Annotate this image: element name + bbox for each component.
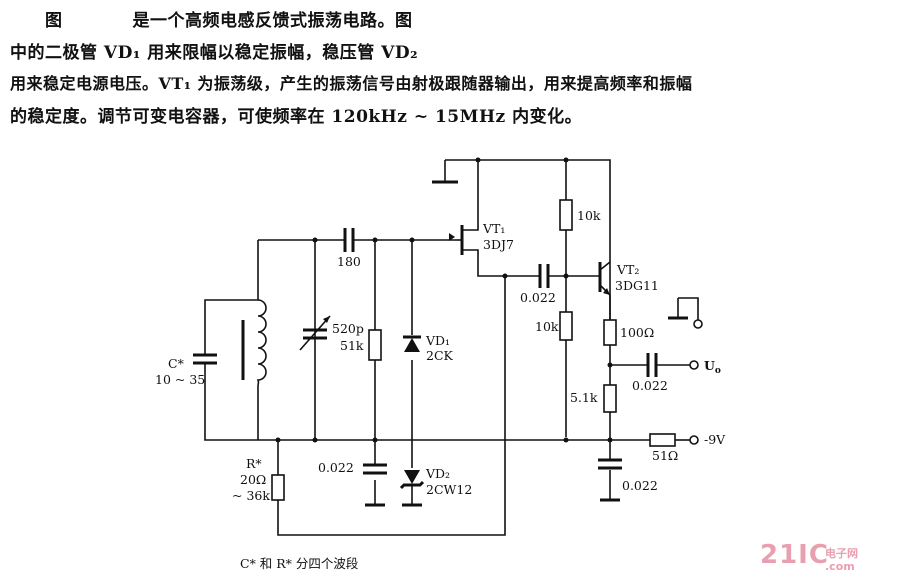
vt1-name-label: VT₁ [482, 221, 505, 236]
description-line-3: 用来稳定电源电压。VT₁ 为振荡级，产生的振荡信号由射极跟随器输出，用来提高频率… [10, 74, 693, 93]
output-label-sub: o [715, 366, 721, 376]
res-51k-label: 51k [340, 338, 364, 353]
cap-520p-label: 520p [332, 321, 364, 336]
transistor-vt1 [449, 222, 479, 258]
vt2-name-label: VT₂ [616, 262, 639, 277]
supply-label: -9V [704, 432, 726, 447]
resistor-5-1k [603, 384, 617, 413]
zener-vd2 [399, 470, 425, 490]
output-label: Uo [704, 358, 721, 376]
terminals [689, 319, 703, 445]
vt2-model-label: 3DG11 [615, 278, 659, 293]
capacitor-0022-mid [538, 264, 550, 288]
cap-0022-bottom-label: 0.022 [622, 478, 658, 493]
diode-vd1 [403, 335, 421, 352]
resistor-10k-top [559, 199, 573, 231]
resistor-100 [603, 319, 617, 346]
resistor-51 [649, 433, 676, 447]
vd2-name-label: VD₂ [425, 466, 450, 481]
component-labels: VT₁ 3DJ7 180 520p 51k VD₁ 2CK 0.022 VD₂ … [155, 208, 726, 571]
ground-terminal [693, 319, 703, 329]
watermark-url: .com [825, 560, 855, 573]
cstar-name-label: C* [168, 356, 185, 371]
description-line-4: 的稳定度。调节可变电容器，可使频率在 120kHz ~ 15MHz 内变化。 [10, 107, 583, 127]
wires [204, 159, 699, 536]
description-line-2: 中的二极管 VD₁ 用来限幅以稳定振幅，稳压管 VD₂ [10, 43, 419, 63]
description-line-1: 图 是一个高频电感反馈式振荡电路。图 [45, 11, 413, 31]
junction-dots [275, 157, 613, 443]
rstar-value1-label: 20Ω [240, 472, 266, 487]
vd2-model-label: 2CW12 [426, 482, 472, 497]
res-5-1k-label: 5.1k [570, 390, 598, 405]
supply-terminal [689, 435, 699, 445]
description-text: 图 是一个高频电感反馈式振荡电路。图 中的二极管 VD₁ 用来限幅以稳定振幅，稳… [0, 0, 900, 130]
capacitor-cstar [193, 353, 217, 385]
capacitor-520p [299, 315, 331, 351]
capacitor-0022-left [363, 463, 387, 475]
vt1-model-label: 3DJ7 [483, 237, 514, 252]
resistor-10k-bottom [559, 311, 573, 341]
res-51-label: 51Ω [652, 448, 678, 463]
output-label-main: U [704, 358, 715, 373]
capacitor-0022-bottom [598, 458, 622, 470]
vd1-name-label: VD₁ [425, 333, 450, 348]
capacitor-180 [343, 228, 355, 252]
cap-180-label: 180 [337, 254, 361, 269]
res-100-label: 100Ω [620, 325, 654, 340]
inductor-coil [241, 299, 267, 386]
cstar-value-label: 10 ~ 35 [155, 372, 205, 387]
rstar-name-label: R* [246, 456, 262, 471]
watermark-logo: 21IC [760, 540, 829, 570]
cap-0022-left-label: 0.022 [318, 460, 354, 475]
output-terminal [689, 360, 699, 370]
ground-bottom [365, 498, 620, 507]
res-10k-bottom-label: 10k [535, 319, 559, 334]
resistor-51k [368, 329, 382, 361]
vd1-model-label: 2CK [426, 348, 454, 363]
watermark-cn: 电子网 [825, 547, 858, 560]
cap-0022-out-label: 0.022 [632, 378, 668, 393]
res-10k-top-label: 10k [577, 208, 601, 223]
footnote-label: C* 和 R* 分四个波段 [240, 556, 358, 571]
rstar-value2-label: ~ 36k [232, 488, 270, 503]
resistor-rstar [271, 474, 285, 501]
cap-0022-mid-label: 0.022 [520, 290, 556, 305]
transistor-vt2 [598, 185, 611, 320]
capacitor-0022-out [646, 353, 658, 377]
